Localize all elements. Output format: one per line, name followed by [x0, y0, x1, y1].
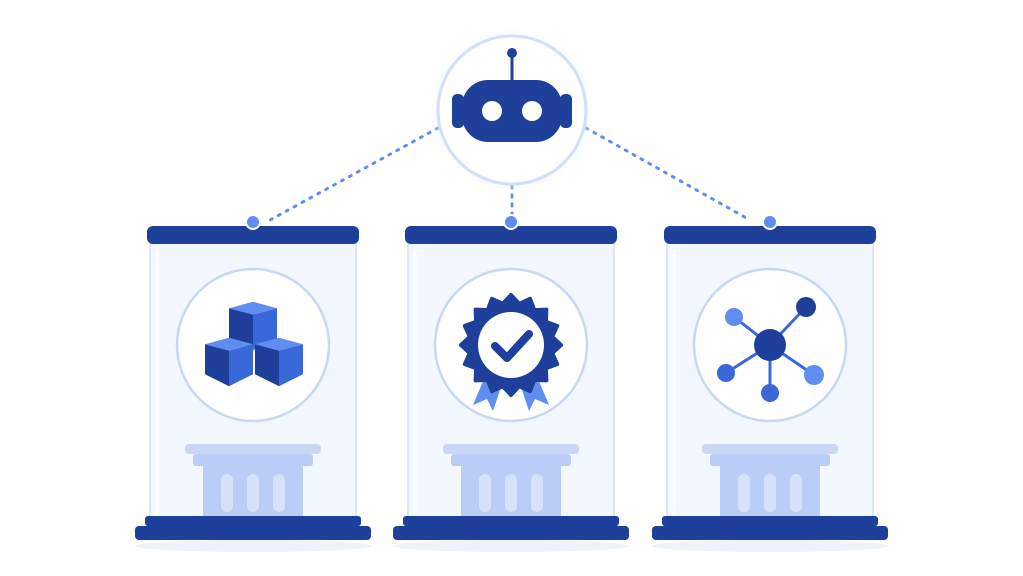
display-cases — [135, 214, 888, 552]
case-lid — [405, 226, 617, 244]
column-pedestal — [443, 444, 579, 516]
case-shadow — [652, 540, 888, 552]
connector-left — [268, 126, 440, 222]
connector-dot — [762, 214, 778, 230]
robot-icon — [452, 48, 572, 142]
column-pedestal — [185, 444, 321, 516]
connector-dot — [245, 214, 261, 230]
display-case — [652, 214, 888, 552]
column-pedestal — [702, 444, 838, 516]
robot-hub — [426, 24, 598, 196]
case-lid — [664, 226, 876, 244]
stacked-cubes-icon — [205, 301, 303, 387]
case-shadow — [393, 540, 629, 552]
display-case — [135, 214, 371, 552]
award-badge-check-icon — [459, 293, 563, 411]
case-base-top — [403, 516, 619, 526]
case-shadow — [135, 540, 371, 552]
connector-dot — [503, 214, 519, 230]
case-base — [393, 526, 629, 540]
case-lid — [147, 226, 359, 244]
case-base — [652, 526, 888, 540]
case-base-top — [662, 516, 878, 526]
network-nodes-icon — [717, 297, 824, 402]
case-base — [135, 526, 371, 540]
display-case — [393, 214, 629, 552]
connector-right — [584, 126, 752, 222]
case-base-top — [145, 516, 361, 526]
